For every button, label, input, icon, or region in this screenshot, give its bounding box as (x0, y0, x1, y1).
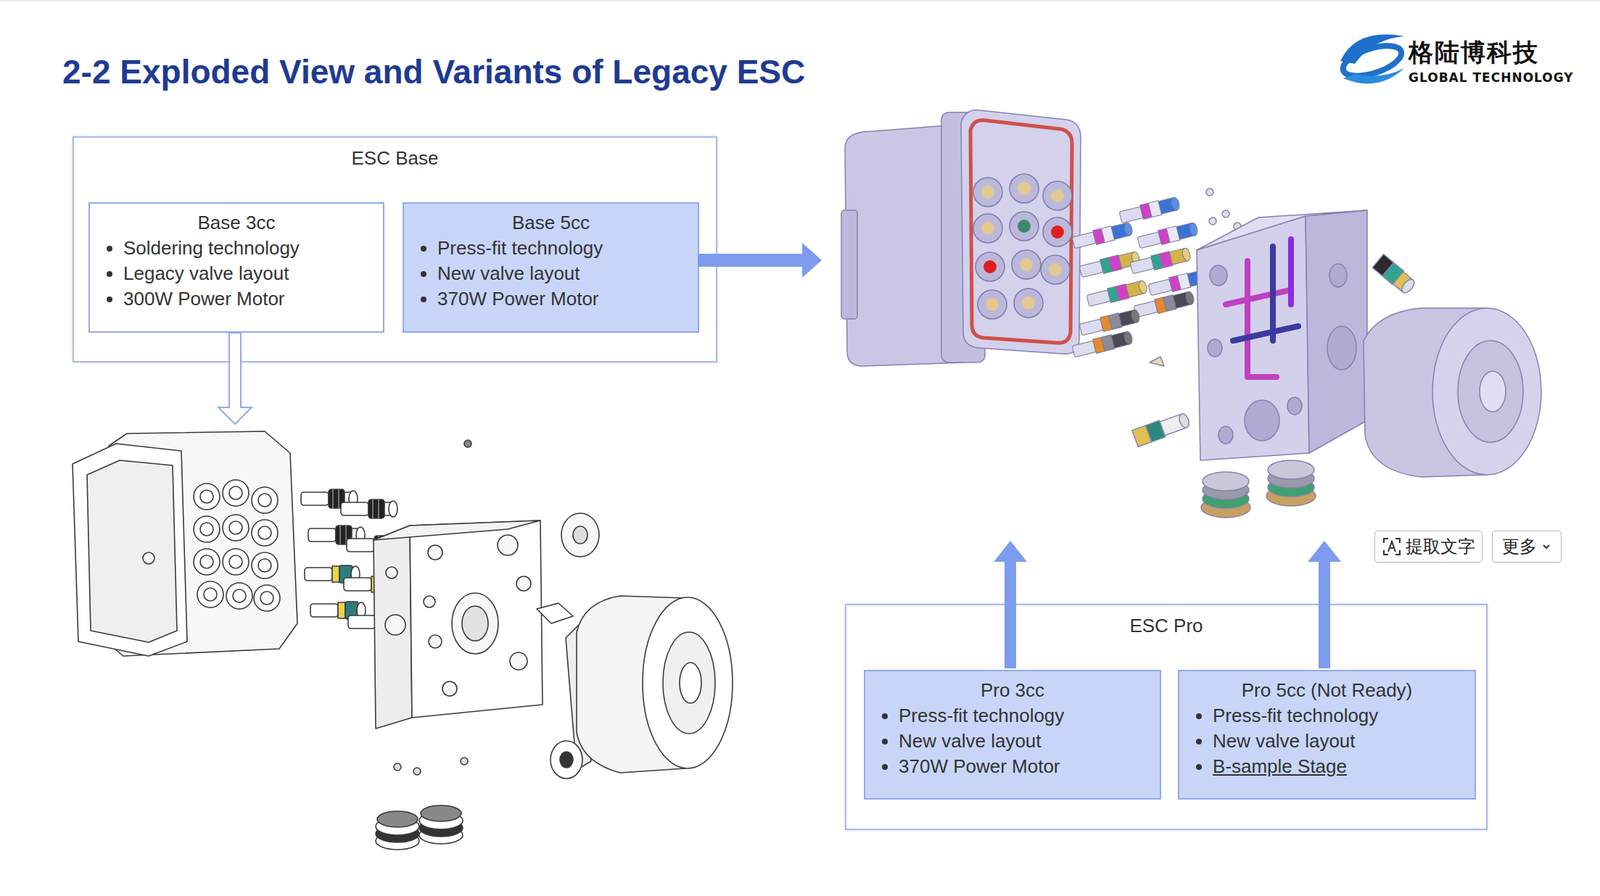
group-box: ESC ProPro 3ccPress-fit technologyNew va… (844, 604, 1488, 831)
feature-item: Press-fit technology (1212, 703, 1475, 729)
feature-list: Press-fit technologyNew valve layoutB-sa… (1179, 703, 1475, 780)
variant-title: Pro 3cc (865, 671, 1160, 704)
feature-list: Press-fit technologyNew valve layout370W… (403, 235, 698, 312)
feature-item: Press-fit technology (898, 703, 1160, 729)
variant-box: Pro 5cc (Not Ready)Press-fit technologyN… (1177, 670, 1476, 800)
variant-title: Base 5cc (403, 203, 698, 236)
feature-item: 300W Power Motor (123, 286, 383, 312)
variant-title: Pro 5cc (Not Ready) (1179, 671, 1475, 704)
logo-tagline: GLOBAL TECHNOLOGY (1408, 70, 1574, 85)
variant-box: Base 3ccSoldering technologyLegacy valve… (88, 202, 385, 333)
feature-item: Legacy valve layout (123, 261, 383, 287)
feature-list: Press-fit technologyNew valve layout370W… (865, 703, 1160, 780)
logo-wordmark: 格陆博科技 (1408, 36, 1540, 70)
group-title: ESC Pro (846, 605, 1487, 639)
feature-item: 370W Power Motor (898, 754, 1160, 780)
ocr-icon (1382, 537, 1402, 557)
feature-item: 370W Power Motor (437, 286, 698, 312)
feature-item: New valve layout (437, 261, 698, 287)
group-title: ESC Base (73, 137, 716, 172)
chevron-icon (1541, 541, 1552, 552)
variant-box: Pro 3ccPress-fit technologyNew valve lay… (863, 670, 1162, 800)
toolbar-button: 提取文字 (1374, 530, 1483, 563)
feature-list: Soldering technologyLegacy valve layout3… (89, 235, 383, 312)
feature-item: Press-fit technology (437, 235, 698, 262)
feature-item: Soldering technology (123, 235, 383, 262)
feature-item: New valve layout (1212, 728, 1475, 755)
button-label: 更多 (1502, 535, 1537, 559)
group-box: ESC BaseBase 3ccSoldering technologyLega… (72, 136, 718, 363)
slide-title: 2-2 Exploded View and Variants of Legacy… (62, 52, 806, 92)
variant-box: Base 5ccPress-fit technologyNew valve la… (402, 202, 700, 333)
feature-item: B-sample Stage (1212, 754, 1475, 780)
button-label: 提取文字 (1405, 535, 1476, 559)
feature-item: New valve layout (898, 728, 1160, 755)
variant-title: Base 3cc (89, 203, 383, 236)
toolbar-button: 更多 (1491, 530, 1562, 563)
